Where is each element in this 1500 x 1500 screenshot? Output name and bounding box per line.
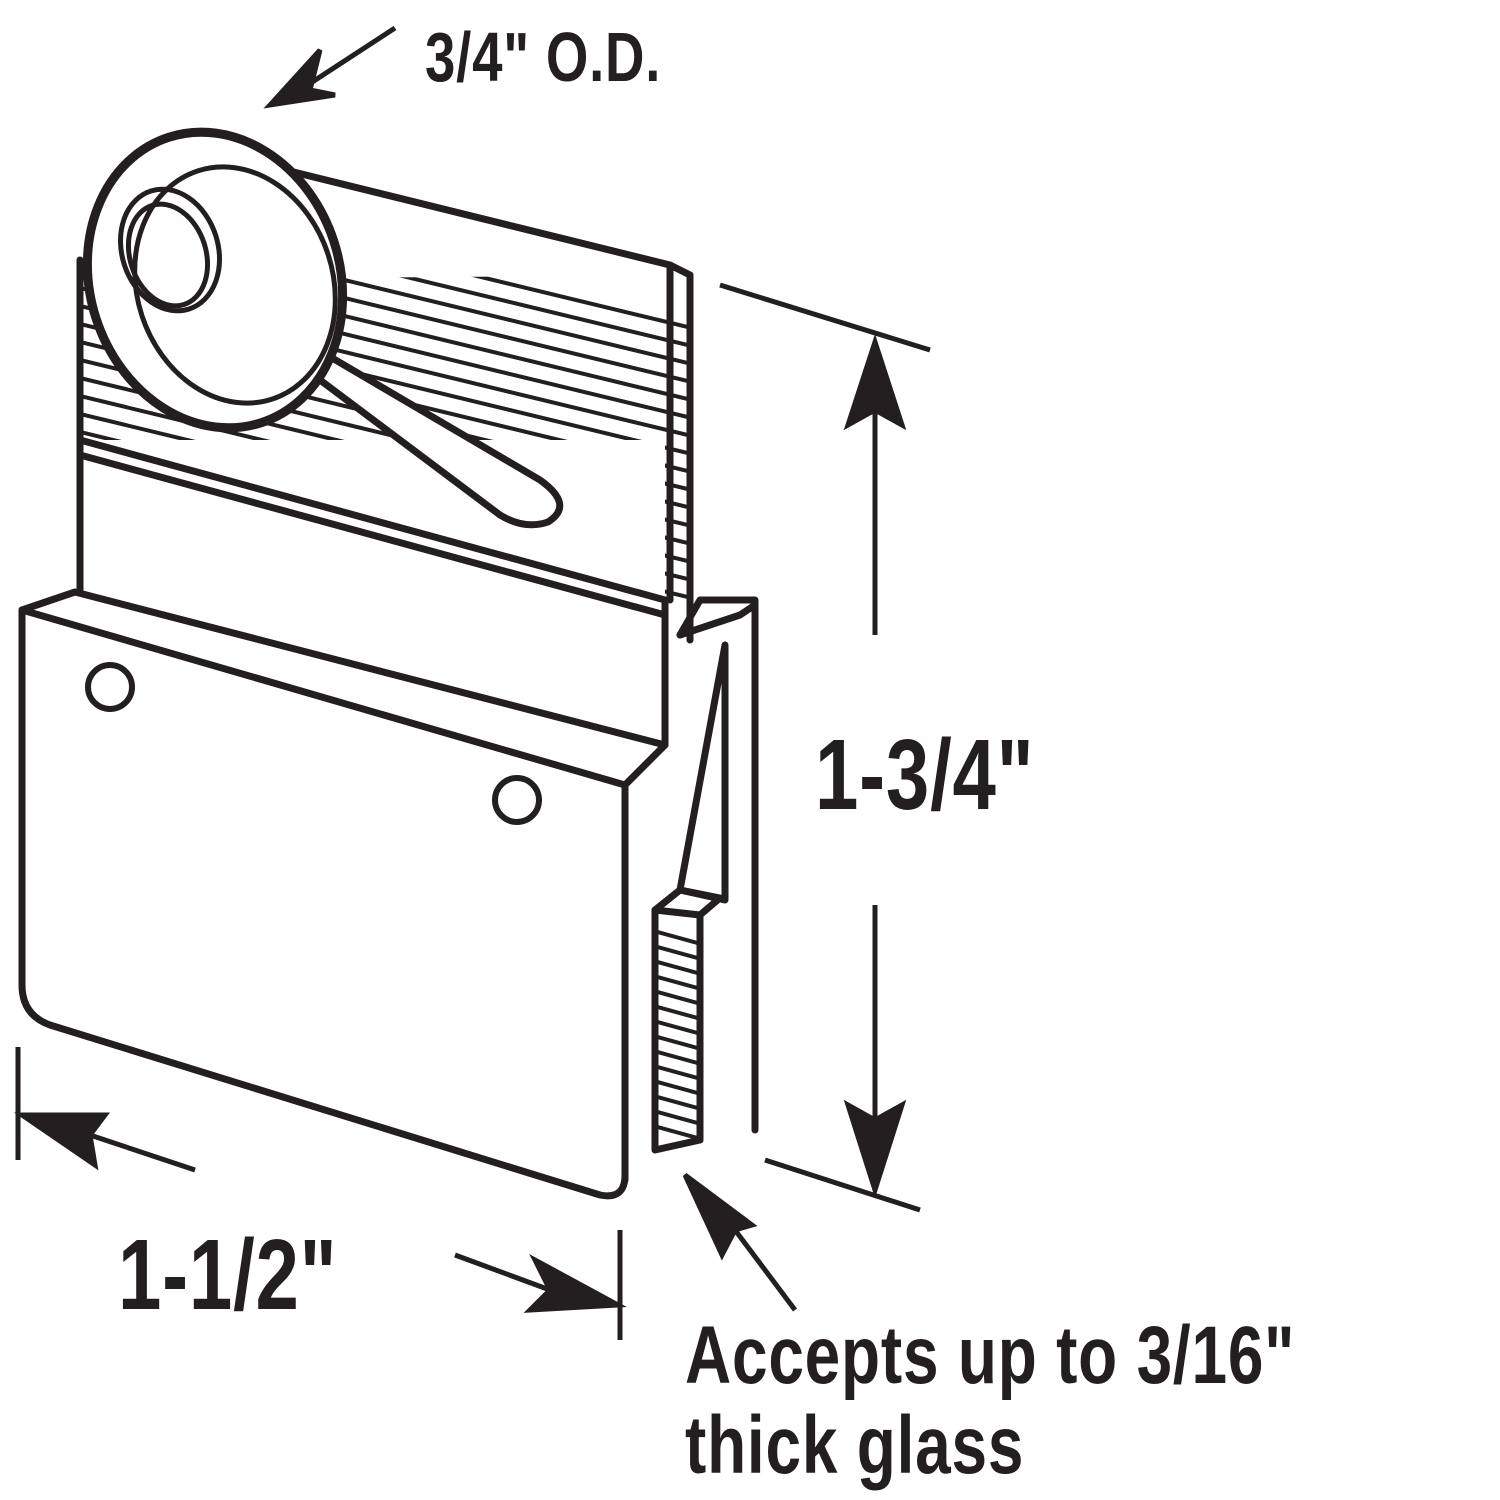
bracket-body: [18, 606, 629, 1200]
glass-capacity-label-line2: thick glass: [685, 1400, 1025, 1491]
glass-capacity-label-line1: Accepts up to 3/16": [685, 1310, 1296, 1401]
height-dimension-label: 1-3/4": [815, 719, 1035, 831]
dimension-lines: [13, 25, 931, 1340]
width-dimension-label: 1-1/2": [118, 1219, 338, 1331]
roller-diameter-label: 3/4" O.D.: [425, 18, 662, 96]
roller-wheel: [82, 127, 348, 433]
